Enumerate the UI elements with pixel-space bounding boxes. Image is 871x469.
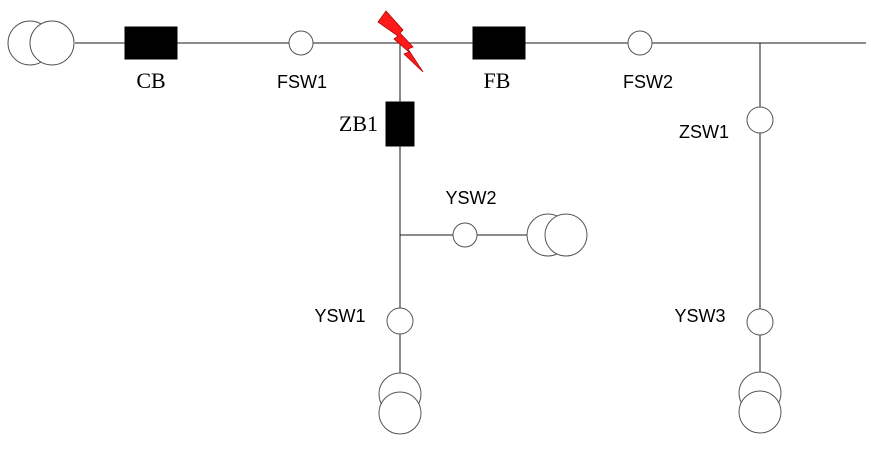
ysw1-load-transformer-icon (378, 372, 422, 435)
ysw2-switch-icon[interactable] (452, 222, 478, 248)
fsw1-switch-icon[interactable] (288, 30, 314, 56)
fsw1-label: FSW1 (277, 72, 327, 92)
ysw1-switch-icon[interactable] (386, 307, 414, 335)
ysw3-load-transformer-icon (738, 371, 782, 434)
fb-label: FB (484, 68, 511, 93)
fb-breaker-icon[interactable] (472, 26, 526, 60)
left-branch-line (399, 43, 527, 378)
zsw1-switch-icon[interactable] (746, 106, 774, 134)
fault-lightning-icon (377, 10, 424, 73)
source-transformer-icon (7, 20, 75, 66)
zb1-breaker-icon[interactable] (385, 101, 415, 147)
zb1-label: ZB1 (339, 111, 378, 136)
ysw2-load-transformer-icon (526, 213, 588, 257)
fsw2-label: FSW2 (623, 72, 673, 92)
ysw3-label: YSW3 (674, 306, 725, 326)
cb-label: CB (136, 68, 165, 93)
ysw1-label: YSW1 (314, 306, 365, 326)
fsw2-switch-icon[interactable] (627, 30, 653, 56)
ysw2-label: YSW2 (445, 188, 496, 208)
zsw1-label: ZSW1 (679, 122, 729, 142)
ysw3-switch-icon[interactable] (746, 308, 774, 336)
cb-breaker-icon[interactable] (124, 26, 178, 60)
